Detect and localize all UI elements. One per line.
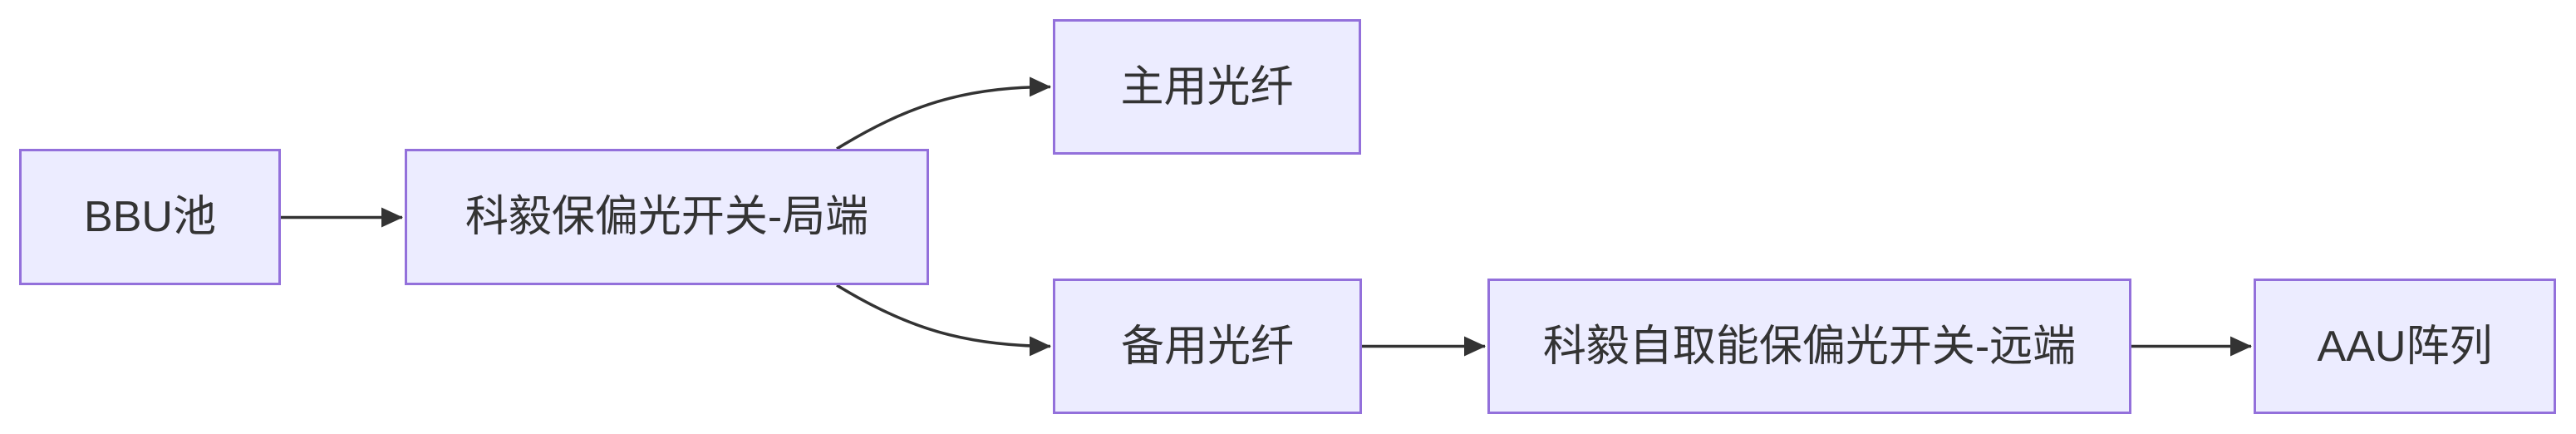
node-switch-remote-label: 科毅自取能保偏光开关-远端 xyxy=(1542,322,2077,371)
node-bbu-label: BBU池 xyxy=(84,193,216,241)
node-primary-fiber-label: 主用光纤 xyxy=(1120,62,1294,111)
node-switch-local-label: 科毅保偏光开关-局端 xyxy=(465,193,869,241)
node-backup-fiber-label: 备用光纤 xyxy=(1120,322,1294,371)
node-switch-local: 科毅保偏光开关-局端 xyxy=(405,149,929,285)
node-aau-label: AAU阵列 xyxy=(2317,322,2493,371)
edge-switch-local-to-primary-fiber xyxy=(836,76,1051,150)
edge-switch-local-to-backup-fiber xyxy=(836,284,1051,357)
node-primary-fiber: 主用光纤 xyxy=(1053,19,1361,155)
node-switch-remote: 科毅自取能保偏光开关-远端 xyxy=(1487,279,2131,414)
node-bbu: BBU池 xyxy=(19,149,281,285)
node-backup-fiber: 备用光纤 xyxy=(1053,279,1362,414)
node-aau: AAU阵列 xyxy=(2254,279,2556,414)
